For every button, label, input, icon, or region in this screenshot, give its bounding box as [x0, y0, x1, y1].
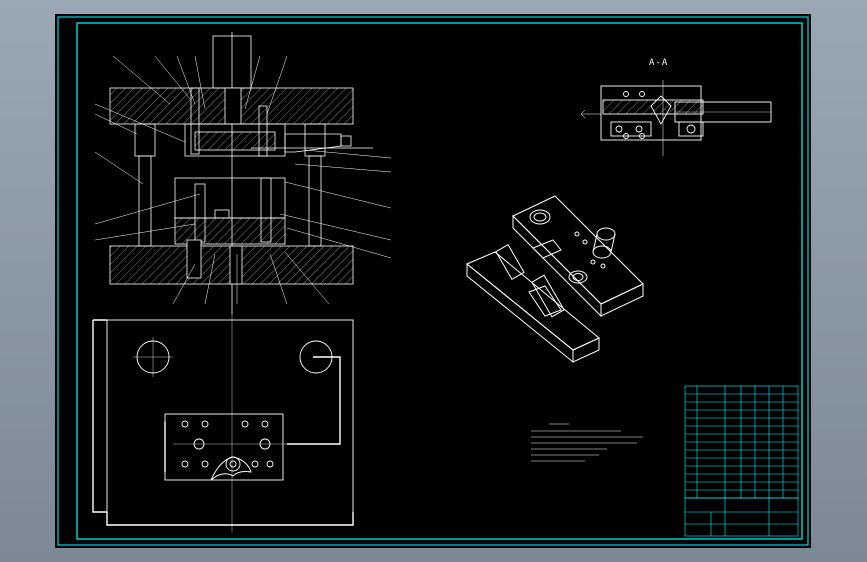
- section-label: A-A: [649, 58, 669, 68]
- parts-list-table: [684, 385, 799, 499]
- title-block: [684, 497, 799, 537]
- isometric-view: [466, 195, 644, 364]
- die-plate-outline: [106, 319, 354, 526]
- outer-border: [57, 16, 809, 546]
- mold-assembly-drawing: [57, 16, 809, 546]
- section-a-a-view: [580, 80, 772, 156]
- front-section-view: [94, 32, 392, 314]
- top-plan-view: [92, 314, 354, 532]
- inner-border: [76, 22, 803, 540]
- stripper-plate-top: [164, 413, 284, 481]
- technical-notes: [531, 423, 643, 462]
- cad-drawing-sheet: A-A: [55, 14, 811, 548]
